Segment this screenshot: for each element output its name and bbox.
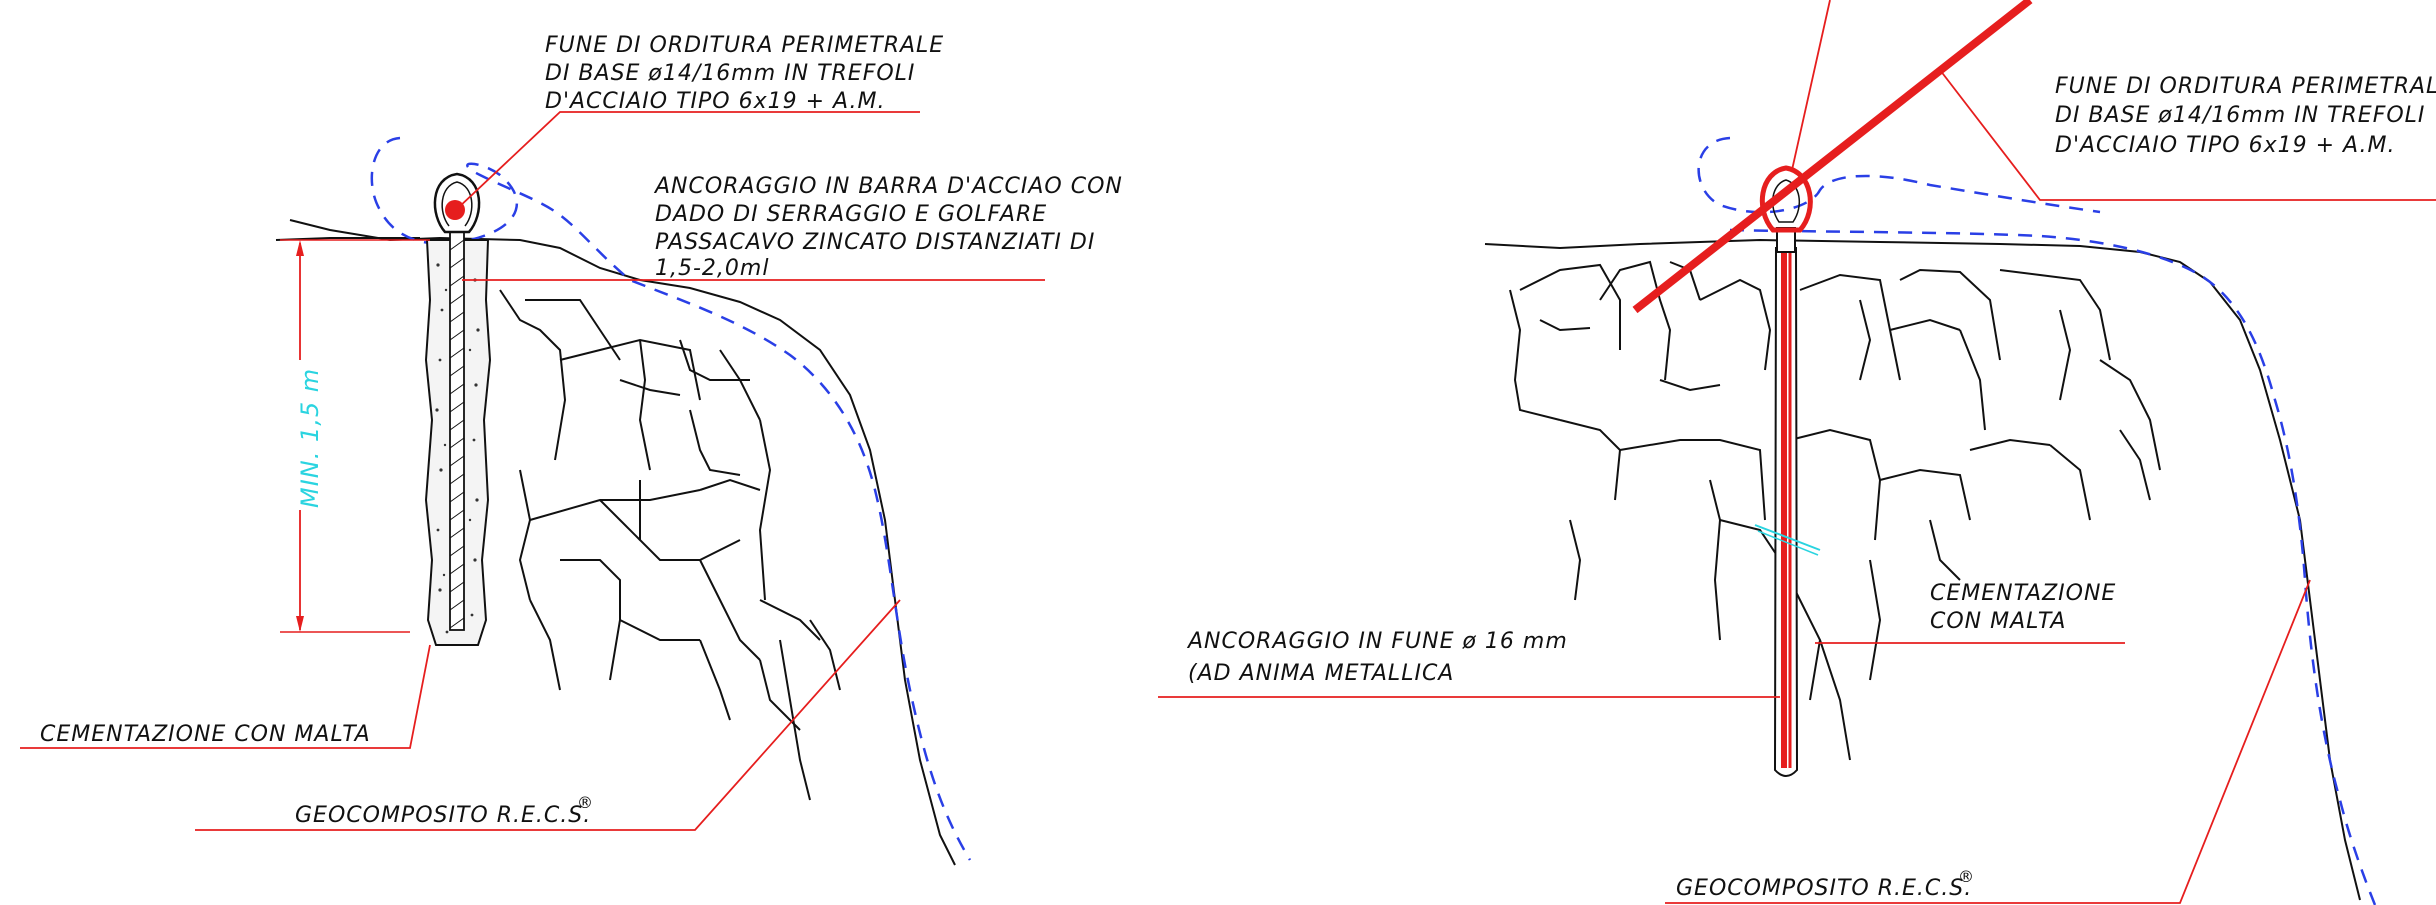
right-rope-label-line-3: D'ACCIAIO TIPO 6x19 + A.M.: [2055, 133, 2395, 158]
right-grout-label: CEMENTAZIONE CON MALTA: [1930, 581, 2116, 634]
right-registered-mark: ®: [1958, 867, 1975, 886]
right-geocomposite-line: [1697, 136, 2377, 905]
right-anchor-label: ANCORAGGIO IN FUNE ø 16 mm (AD ANIMA MET…: [1186, 629, 1568, 686]
left-grout-label: CEMENTAZIONE CON MALTA: [40, 722, 371, 747]
left-rope-label: FUNE DI ORDITURA PERIMETRALE DI BASE ø14…: [545, 33, 944, 114]
left-borehole: [424, 172, 492, 646]
left-dimension-text: MIN. 1,5 m: [296, 368, 324, 508]
left-rope-label-line-2: DI BASE ø14/16mm IN TREFOLI: [545, 61, 915, 86]
left-rope-label-line-1: FUNE DI ORDITURA PERIMETRALE: [545, 33, 944, 58]
left-anchor-label-line-1: ANCORAGGIO IN BARRA D'ACCIAO CON: [653, 174, 1123, 199]
right-geocomposite-label: GEOCOMPOSITO R.E.C.S.: [1676, 876, 1972, 901]
left-anchor-label-line-4: 1,5-2,0ml: [655, 256, 769, 281]
left-leaders: [20, 111, 1045, 831]
right-rope-label-line-1: FUNE DI ORDITURA PERIMETRALE: [2055, 74, 2436, 99]
right-anchor-label-line-2: (AD ANIMA METALLICA: [1188, 661, 1454, 686]
right-borehole: [1754, 165, 1821, 777]
left-geocomposite-label: GEOCOMPOSITO R.E.C.S.: [295, 803, 591, 828]
right-detail: FUNE DI ORDITURA PERIMETRALE DI BASE ø14…: [1158, 0, 2436, 905]
left-detail: MIN. 1,5 m FUNE DI ORDITURA PERIMETRALE …: [20, 33, 1123, 866]
right-anchor-label-line-1: ANCORAGGIO IN FUNE ø 16 mm: [1186, 629, 1568, 654]
left-dimension: [280, 239, 430, 633]
left-registered-mark: ®: [577, 793, 594, 812]
left-anchor-label: ANCORAGGIO IN BARRA D'ACCIAO CON DADO DI…: [653, 174, 1123, 281]
right-rock-profile: [1484, 238, 2361, 901]
left-rope-label-line-3: D'ACCIAIO TIPO 6x19 + A.M.: [545, 89, 885, 114]
right-grout-label-line-2: CON MALTA: [1930, 609, 2066, 634]
right-leaders: [1158, 0, 2436, 904]
right-perimeter-rope: [1632, 0, 2033, 314]
left-rock-profile: [275, 219, 956, 866]
left-anchor-label-line-2: DADO DI SERRAGGIO E GOLFARE: [655, 202, 1047, 227]
right-rope-label-line-2: DI BASE ø14/16mm IN TREFOLI: [2055, 103, 2425, 128]
left-anchor-label-line-3: PASSACAVO ZINCATO DISTANZIATI DI: [655, 230, 1095, 255]
right-rope-label: FUNE DI ORDITURA PERIMETRALE DI BASE ø14…: [2055, 74, 2436, 158]
right-grout-label-line-1: CEMENTAZIONE: [1930, 581, 2116, 606]
